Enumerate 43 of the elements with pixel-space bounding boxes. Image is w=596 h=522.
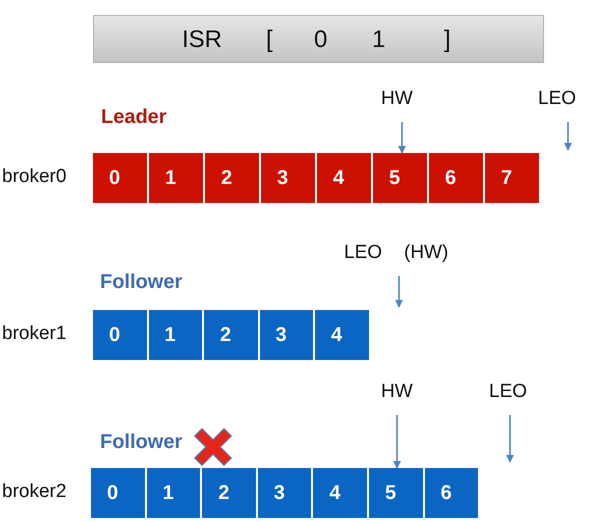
log-segment: 0 — [93, 310, 148, 360]
log-segment: 4 — [317, 153, 373, 203]
arrow — [506, 415, 514, 463]
isr-entry: 0 — [314, 26, 328, 54]
log-segment: 0 — [93, 153, 149, 203]
log-segment: 5 — [369, 468, 425, 518]
log-segment: 4 — [315, 310, 370, 360]
pointer-label: LEO — [344, 242, 382, 264]
log-segment: 1 — [148, 310, 204, 360]
pointer-label: LEO — [489, 381, 528, 403]
log-segment: 3 — [260, 310, 315, 360]
arrow — [398, 122, 406, 154]
log-segment: 4 — [313, 468, 369, 518]
log-segment: 7 — [485, 153, 541, 203]
arrow — [395, 276, 403, 308]
isr-bar — [93, 15, 544, 63]
log-segment: 6 — [429, 153, 485, 203]
log-segment: 1 — [146, 468, 202, 518]
pointer-label: (HW) — [404, 242, 448, 264]
isr-entry: 1 — [372, 26, 386, 54]
isr-label: ISR — [182, 26, 222, 54]
pointer-label: HW — [381, 88, 413, 110]
log-segment: 3 — [261, 153, 317, 203]
role-label: Leader — [101, 106, 167, 129]
log-segment: 3 — [258, 468, 314, 518]
arrow — [393, 415, 401, 469]
pointer-label: LEO — [538, 88, 576, 110]
log-segment: 2 — [204, 310, 260, 360]
isr-entry: [ — [266, 26, 273, 54]
pointer-label: HW — [381, 381, 413, 403]
role-label: Follower — [100, 431, 182, 454]
log-segment: 1 — [149, 153, 205, 203]
role-label: Follower — [100, 271, 182, 294]
broker-label: broker0 — [2, 166, 66, 188]
log-segment: 0 — [91, 468, 147, 518]
isr-entry: ] — [444, 26, 451, 54]
log-segment: 5 — [373, 153, 429, 203]
log-segment: 2 — [205, 153, 261, 203]
log-segment: 2 — [202, 468, 258, 518]
arrow — [564, 122, 572, 151]
broker-label: broker1 — [2, 323, 66, 345]
log-segment: 6 — [424, 468, 480, 518]
broker-label: broker2 — [2, 481, 66, 503]
